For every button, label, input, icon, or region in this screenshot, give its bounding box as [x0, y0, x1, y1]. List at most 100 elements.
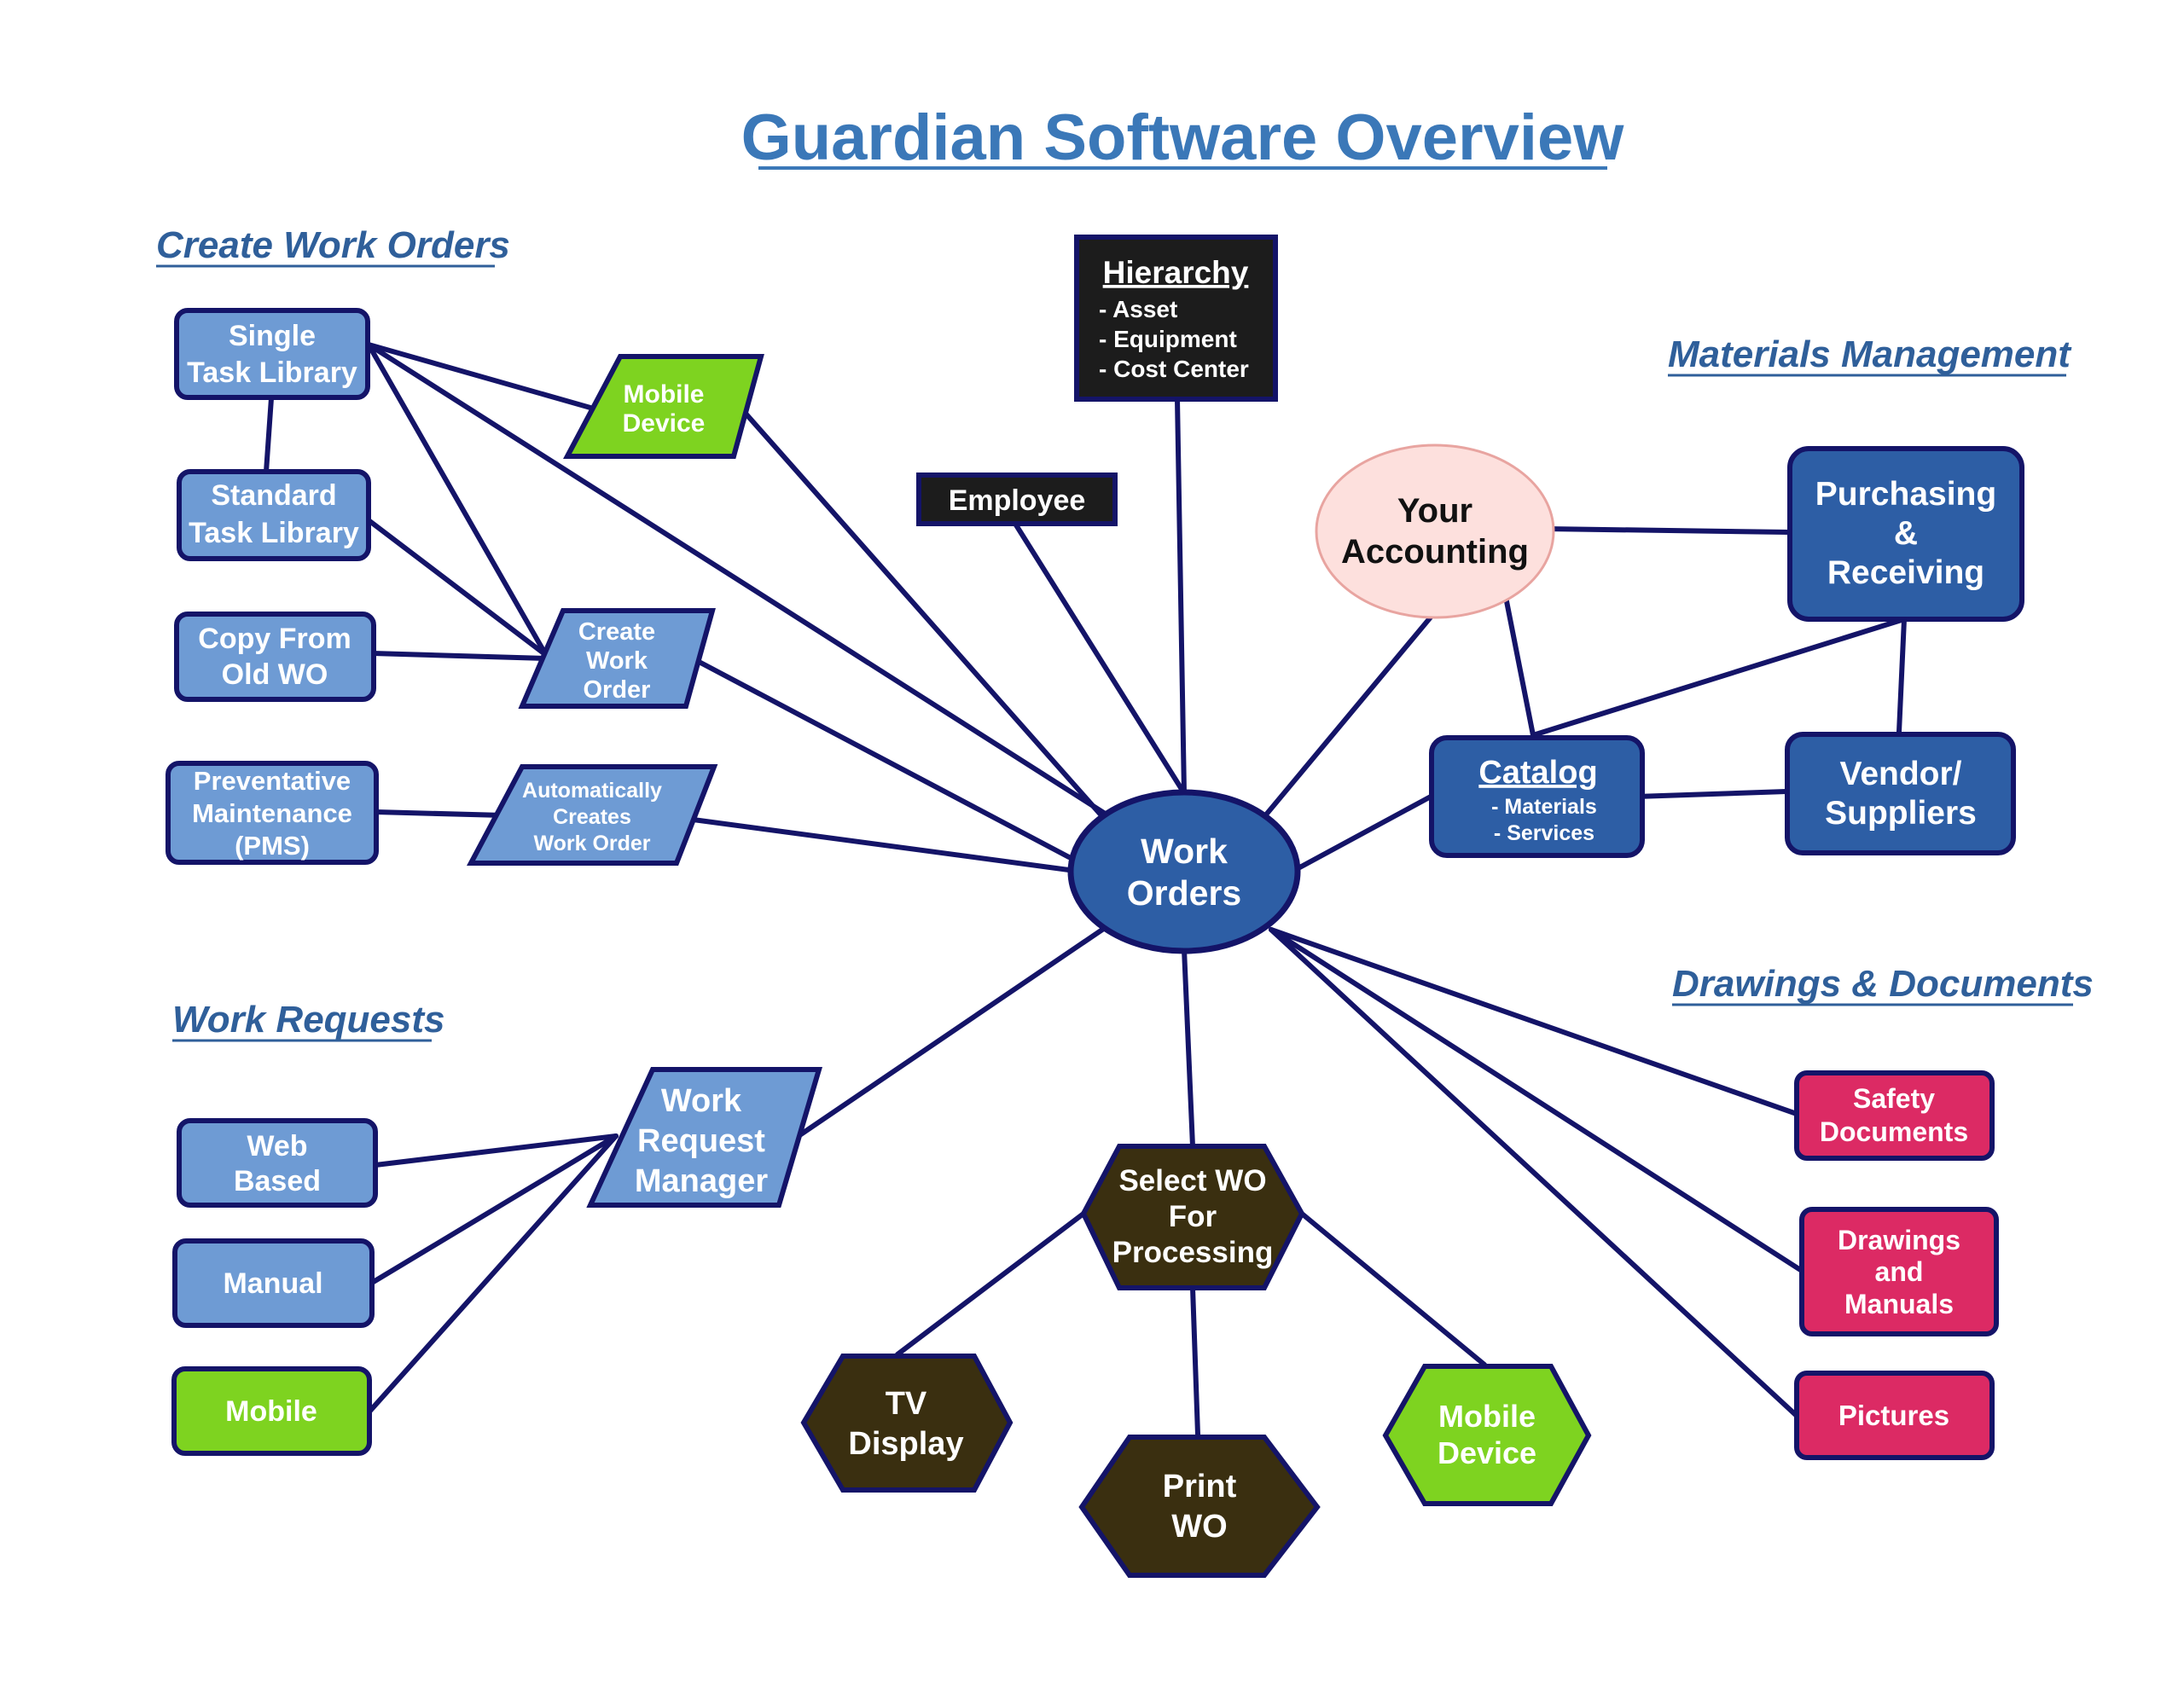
edge-copy-create [370, 651, 549, 661]
web-based-node[interactable]: Web Based [177, 1118, 378, 1208]
section-drawings-documents: Drawings & Documents [1672, 963, 2094, 1005]
mobile-node[interactable]: Mobile [171, 1366, 372, 1456]
node-label: Orders [1127, 873, 1241, 913]
node-label: Work [1141, 832, 1228, 871]
node-label: (PMS) [235, 831, 310, 861]
node-label: Task Library [187, 357, 357, 389]
edge-single-workorders [366, 342, 1109, 817]
node-label: Safety [1853, 1083, 1935, 1114]
print-wo-node[interactable]: Print WO [1078, 1435, 1321, 1578]
hierarchy-node[interactable]: Hierarchy - Asset - Equipment - Cost Cen… [1074, 235, 1278, 402]
employee-node[interactable]: Employee [916, 472, 1118, 526]
manual-node[interactable]: Manual [172, 1238, 375, 1328]
node-label: and [1875, 1256, 1924, 1287]
your-accounting-node[interactable]: Your Accounting [1315, 443, 1555, 619]
hierarchy-item: - Equipment [1099, 326, 1237, 352]
node-label: & [1894, 515, 1918, 552]
node-label: Request [637, 1123, 765, 1159]
hierarchy-item: - Cost Center [1099, 356, 1249, 382]
node-label: Creates [553, 805, 631, 829]
section-work-requests: Work Requests [172, 999, 445, 1041]
edge-auto-workorders [684, 816, 1072, 872]
node-label: Select WO [1118, 1164, 1266, 1197]
node-label: Automatically [522, 779, 662, 803]
auto-creates-work-order-node[interactable]: Automatically Creates Work Order [467, 764, 718, 866]
select-wo-for-processing-node[interactable]: Select WO For Processing [1080, 1144, 1305, 1290]
mobile-device-top-node[interactable]: Mobile Device [563, 354, 764, 459]
pictures-node[interactable]: Pictures [1794, 1371, 1995, 1460]
node-label: Display [848, 1426, 963, 1462]
node-label: Manager [635, 1163, 768, 1199]
mobile-device-bottom-node[interactable]: Mobile Device [1382, 1364, 1592, 1506]
node-label: Work [586, 647, 648, 675]
node-label: Work [661, 1083, 742, 1119]
node-label: Old WO [222, 658, 328, 691]
work-request-manager-node[interactable]: Work Request Manager [586, 1067, 823, 1208]
node-label: Drawings [1838, 1225, 1960, 1255]
section-create-work-orders: Create Work Orders [156, 224, 510, 266]
node-label: Manuals [1844, 1289, 1954, 1319]
node-label: Single [229, 320, 316, 352]
copy-from-old-wo-node[interactable]: Copy From Old WO [174, 612, 376, 702]
node-label: Processing [1112, 1236, 1274, 1269]
edge-wrm-manual [369, 1133, 619, 1285]
edge-workorders-wrm [791, 925, 1107, 1142]
edge-standard-create [366, 518, 549, 658]
page-title: Guardian Software Overview [741, 101, 1625, 174]
node-label: Accounting [1341, 533, 1529, 571]
edge-workorders-safety [1269, 927, 1799, 1116]
node-label: Print [1163, 1469, 1237, 1504]
preventative-maintenance-node[interactable]: Preventative Maintenance (PMS) [166, 761, 379, 865]
edge-pms-auto [373, 809, 506, 818]
node-label: Manual [223, 1267, 322, 1300]
node-label: Receiving [1827, 554, 1984, 591]
node-label: Your [1397, 492, 1472, 530]
node-label: Employee [949, 484, 1086, 517]
create-work-order-node[interactable]: Create Work Order [518, 608, 716, 709]
edge-single-create [366, 342, 549, 658]
edge-hierarchy-workorders [1175, 397, 1187, 796]
hierarchy-heading: Hierarchy [1103, 255, 1249, 290]
node-label: Based [234, 1165, 321, 1197]
node-label: Create [578, 618, 655, 646]
catalog-node[interactable]: Catalog - Materials - Services [1429, 735, 1645, 858]
edge-purchasing-vendor [1896, 617, 1907, 734]
edge-create-workorders [687, 654, 1072, 860]
work-orders-hub-node[interactable]: Work Orders [1067, 789, 1301, 954]
hierarchy-item: - Asset [1099, 296, 1177, 322]
edge-workorders-pictures [1269, 927, 1799, 1418]
connector-lines [264, 342, 1907, 1437]
edge-wrm-web [373, 1133, 619, 1168]
edge-workorders-drawings [1269, 927, 1804, 1273]
purchasing-receiving-node[interactable]: Purchasing & Receiving [1787, 446, 2024, 622]
catalog-item: - Services [1494, 821, 1594, 845]
edge-select-mobile [1299, 1211, 1487, 1367]
edge-single-mobile [366, 342, 593, 410]
node-label: Order [584, 676, 651, 704]
node-label: For [1169, 1200, 1217, 1233]
edge-employee-workorders [1013, 521, 1187, 796]
edge-accounting-catalog [1503, 594, 1536, 738]
node-label: Mobile [624, 380, 705, 409]
node-label: Task Library [189, 517, 359, 549]
node-label: Device [623, 409, 706, 438]
edge-select-tv [895, 1211, 1086, 1357]
edge-accounting-workorders [1260, 612, 1436, 821]
edge-purchasing-catalog [1531, 617, 1907, 738]
single-task-library-node[interactable]: Single Task Library [174, 308, 370, 400]
edge-catalog-workorders [1292, 794, 1433, 872]
node-label: Pictures [1838, 1400, 1949, 1431]
standard-task-library-node[interactable]: Standard Task Library [177, 469, 371, 561]
safety-documents-node[interactable]: Safety Documents [1794, 1070, 1995, 1161]
tv-display-node[interactable]: TV Display [800, 1354, 1014, 1493]
drawings-and-manuals-node[interactable]: Drawings and Manuals [1799, 1207, 1999, 1336]
catalog-item: - Materials [1491, 795, 1597, 819]
section-materials-management: Materials Management [1668, 333, 2072, 375]
vendor-suppliers-node[interactable]: Vendor/ Suppliers [1785, 732, 2016, 855]
node-label: Copy From [198, 623, 351, 655]
edge-wrm-mobile [368, 1133, 619, 1413]
node-label: WO [1171, 1509, 1227, 1545]
node-label: Maintenance [192, 798, 352, 828]
node-label: Mobile [225, 1395, 317, 1428]
